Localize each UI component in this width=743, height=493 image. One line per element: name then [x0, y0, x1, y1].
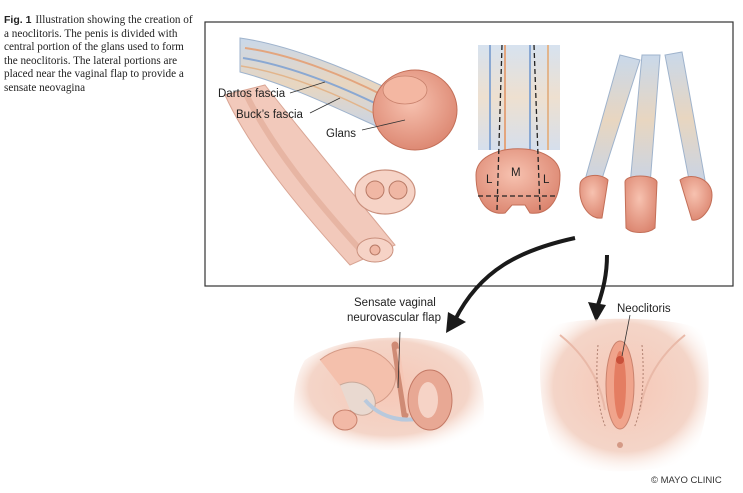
label-bucks-fascia: Buck’s fascia — [236, 109, 304, 121]
label-flap-line2: neurovascular flap — [347, 312, 441, 324]
sagittal-section — [294, 332, 484, 450]
label-neoclitoris: Neoclitoris — [617, 303, 671, 315]
label-glans: Glans — [326, 128, 356, 140]
label-middle: M — [511, 167, 521, 179]
label-dartos-fascia: Dartos fascia — [218, 88, 286, 100]
copyright-text: © MAYO CLINIC — [651, 475, 722, 486]
label-lateral-left: L — [486, 174, 493, 186]
label-lateral-right: L — [543, 174, 550, 186]
label-flap-line1: Sensate vaginal — [354, 297, 436, 309]
glans-division — [476, 45, 560, 213]
external-view — [540, 315, 709, 471]
